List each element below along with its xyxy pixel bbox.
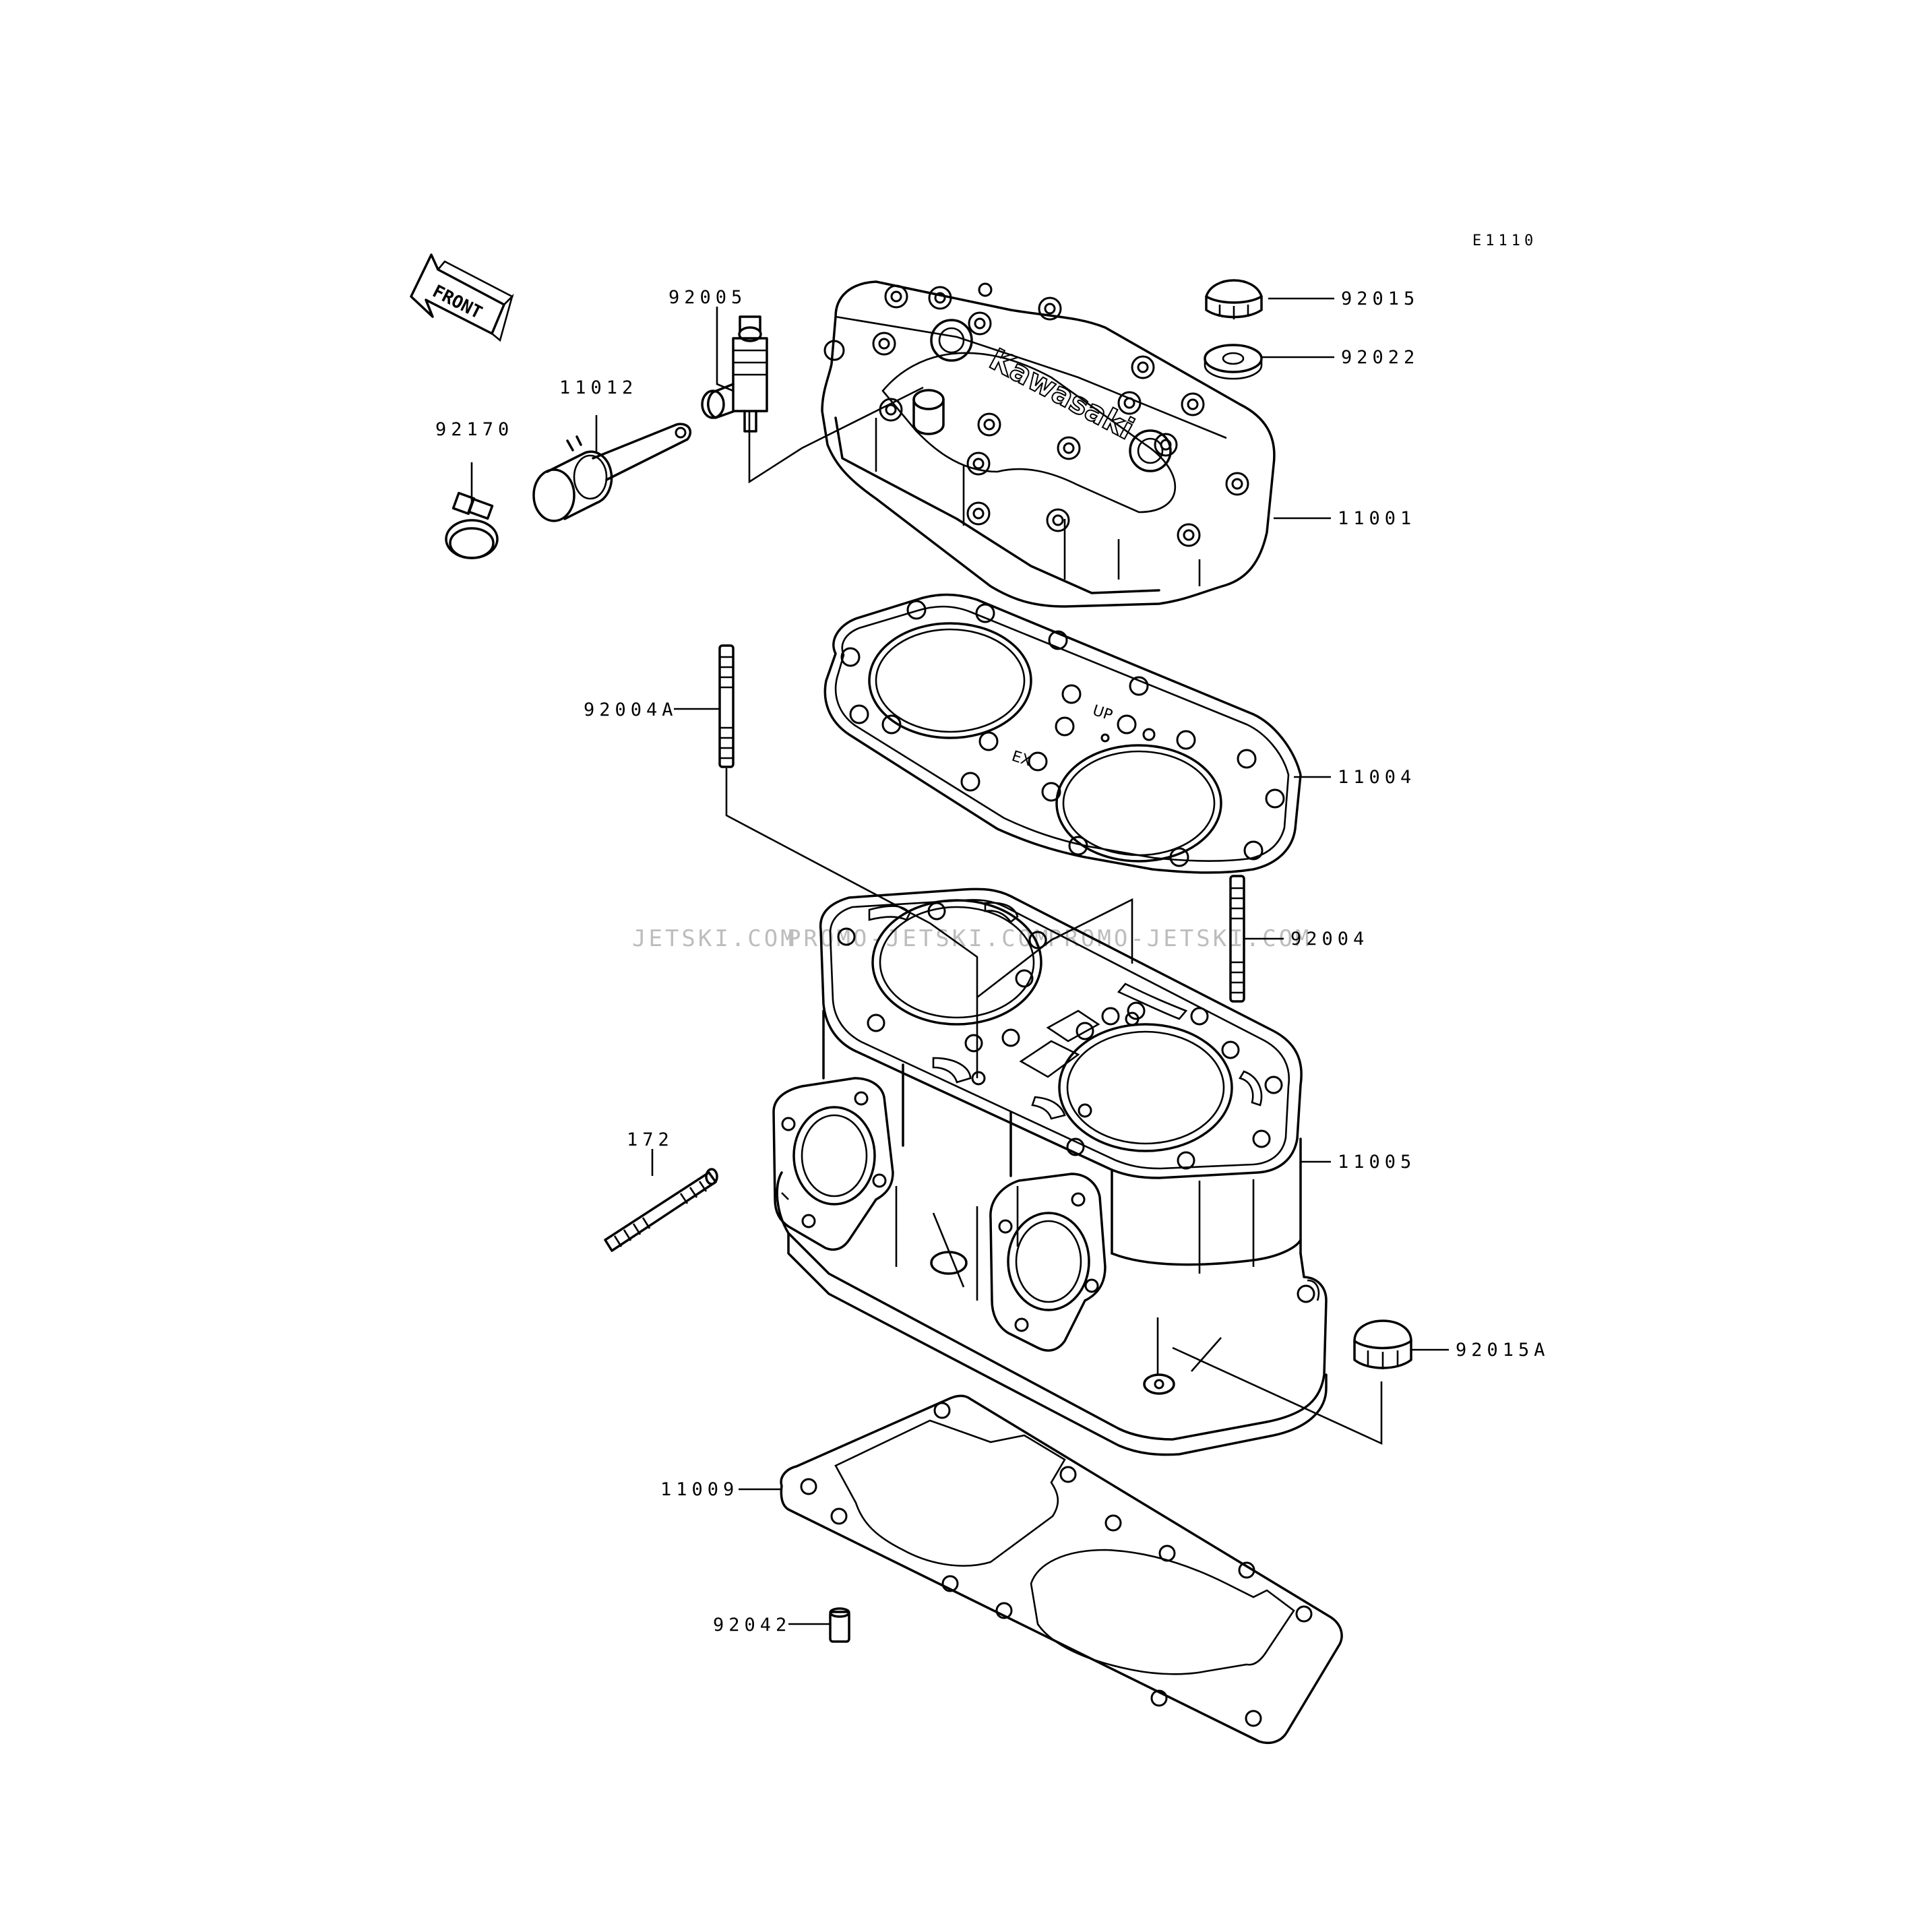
callout-11009[interactable]: 11009 xyxy=(660,1479,739,1500)
callout-92022[interactable]: 92022 xyxy=(1341,347,1419,368)
leader-lines xyxy=(470,297,1449,1625)
cap-nut-lower[interactable] xyxy=(1353,1319,1412,1369)
callout-92004a[interactable]: 92004A xyxy=(584,699,678,720)
washer[interactable] xyxy=(1204,344,1263,380)
callout-92015[interactable]: 92015 xyxy=(1341,288,1419,309)
callout-92042[interactable]: 92042 xyxy=(713,1615,791,1635)
stud-92004a[interactable] xyxy=(718,644,735,768)
callout-11012[interactable]: 11012 xyxy=(559,377,637,398)
gasket-up-mark: UP xyxy=(1090,702,1115,724)
cylinder-block[interactable] xyxy=(772,887,1328,1456)
callout-92005[interactable]: 92005 xyxy=(668,287,747,308)
callout-92015a[interactable]: 92015A xyxy=(1456,1340,1550,1361)
head-gasket[interactable]: UP EX xyxy=(823,593,1302,874)
dowel-pin[interactable] xyxy=(829,1607,850,1643)
base-gasket[interactable] xyxy=(780,1394,1343,1745)
callout-92004[interactable]: 92004 xyxy=(1290,929,1369,949)
front-direction-arrow-icon: FRONT xyxy=(410,253,514,342)
watermark-text-2: PROMO-JETSKI.COM xyxy=(787,925,1051,952)
callout-172[interactable]: 172 xyxy=(627,1129,674,1150)
callout-11005[interactable]: 11005 xyxy=(1338,1152,1416,1173)
watermark-text-1: JETSKI.COM xyxy=(632,925,797,952)
callouts: 92005 11012 92170 92015 92022 11001 1100… xyxy=(435,287,1550,1635)
diagram-code: E1110 xyxy=(1472,232,1537,249)
cap-nut-upper[interactable] xyxy=(1205,279,1263,319)
callout-11001[interactable]: 11001 xyxy=(1338,508,1416,529)
head-brand-engraving: Kawasaki xyxy=(984,342,1140,447)
hose-clamp[interactable] xyxy=(445,491,499,559)
callout-11004[interactable]: 11004 xyxy=(1338,767,1416,788)
callout-92170[interactable]: 92170 xyxy=(435,419,513,440)
hose-fitting[interactable] xyxy=(701,315,768,433)
stud-172[interactable] xyxy=(604,1168,718,1252)
cylinder-head[interactable]: Kawasaki xyxy=(821,280,1276,608)
watermark: JETSKI.COM PROMO-JETSKI.COM PROMO-JETSKI… xyxy=(632,925,1309,952)
cylinder-plug[interactable] xyxy=(532,423,691,522)
